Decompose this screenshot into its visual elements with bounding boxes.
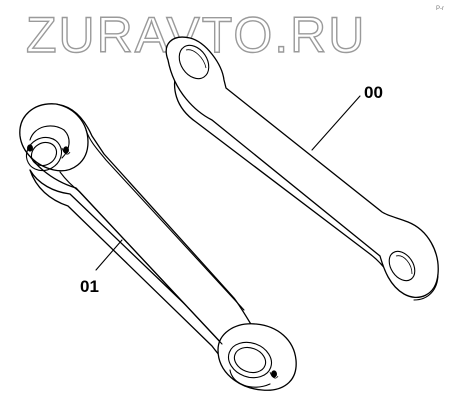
link-part-01 — [19, 103, 297, 391]
part-label-01: 01 — [80, 277, 99, 296]
link-part-00 — [165, 36, 439, 301]
corner-mark: P-r — [436, 6, 444, 12]
leader-line-01 — [95, 239, 123, 271]
leader-line-00 — [311, 95, 361, 151]
part-label-00: 00 — [364, 83, 383, 102]
